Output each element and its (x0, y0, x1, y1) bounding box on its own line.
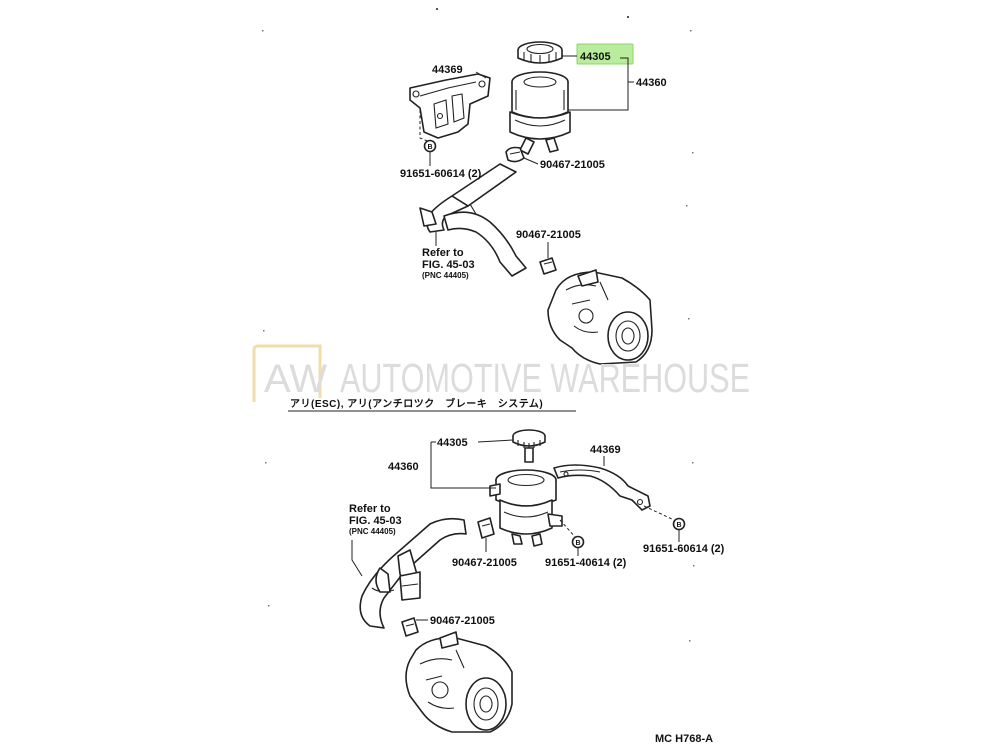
bolt-marker-b: B (427, 144, 432, 151)
reservoir-cap-bottom[interactable] (512, 429, 546, 463)
bracket-bolt[interactable]: B (423, 139, 437, 153)
section-header: アリ(ESC), アリ(アンチロツク ブレーキ システム) (290, 397, 543, 410)
reservoir-tank-bottom[interactable] (489, 469, 563, 547)
reservoir-leader-bottom (430, 442, 496, 489)
part-number-cap-bottom[interactable]: 44305 (437, 437, 468, 449)
watermark-logo-frame (252, 344, 322, 402)
refer-line-2: FIG. 45-03 (422, 259, 475, 271)
refer-line-2-bottom: FIG. 45-03 (349, 515, 402, 527)
part-number-reservoir[interactable]: 44360 (636, 77, 667, 89)
part-number-bolt-right[interactable]: 91651-60614 (2) (643, 543, 725, 555)
watermark: AW AUTOMOTIVE WAREHOUSE (252, 344, 750, 402)
refer-line-1: Refer to (422, 247, 464, 259)
refer-leader-bottom (351, 540, 363, 577)
refer-line-3: (PNC 44405) (422, 271, 469, 280)
reservoir-cap[interactable] (517, 41, 563, 64)
hose-clamp-lower-bottom[interactable] (401, 617, 419, 637)
power-steering-pump-bottom[interactable] (405, 631, 513, 733)
figure-code: MC H768-A (655, 733, 713, 745)
part-number-clip-upper[interactable]: 90467-21005 (540, 159, 605, 171)
reservoir-tank[interactable] (509, 71, 571, 155)
part-number-clip-upper-bottom[interactable]: 90467-21005 (452, 557, 517, 569)
part-number-bracket[interactable]: 44369 (432, 64, 463, 76)
refer-line-3-bottom: (PNC 44405) (349, 527, 396, 536)
bracket-leader-top (475, 71, 487, 79)
refer-line-1-bottom: Refer to (349, 503, 391, 515)
reservoir-bracket[interactable] (409, 73, 491, 139)
hose-clamp-upper-bottom[interactable] (477, 517, 495, 539)
part-number-bracket-bottom[interactable]: 44369 (590, 444, 621, 456)
scan-marks (262, 8, 695, 642)
reservoir-leader-top (568, 57, 634, 111)
bolt-marker-b-right: B (676, 522, 681, 529)
mid-bolt-dashline (559, 519, 577, 539)
bottom-assembly: B B (349, 429, 725, 733)
suction-hose-bottom[interactable] (359, 517, 467, 629)
cap-leader-bottom (477, 439, 514, 443)
hose-clamp-upper[interactable] (505, 146, 525, 163)
part-number-cap[interactable]: 44305 (580, 51, 611, 63)
part-number-reservoir-bottom[interactable]: 44360 (388, 461, 419, 473)
part-number-bolt-mid[interactable]: 91651-40614 (2) (545, 557, 627, 569)
bracket-bolt-bottom[interactable]: B (672, 517, 686, 531)
bracket-bolt-dashline-bottom (643, 505, 675, 521)
mid-bolt[interactable]: B (571, 535, 585, 549)
part-number-highlight (576, 43, 634, 65)
part-number-bolt[interactable]: 91651-60614 (2) (400, 168, 482, 180)
watermark-logo: AW (264, 357, 327, 401)
watermark-text: AUTOMOTIVE WAREHOUSE (340, 355, 750, 401)
clamp-leader-upper (523, 157, 539, 165)
top-assembly: B (400, 41, 667, 365)
suction-hose[interactable] (419, 163, 527, 277)
power-steering-pump-top[interactable] (547, 269, 653, 365)
part-number-clip-lower[interactable]: 90467-21005 (516, 229, 581, 241)
part-number-clip-lower-bottom[interactable]: 90467-21005 (430, 615, 495, 627)
bolt-marker-b-mid: B (575, 540, 580, 547)
reservoir-bracket-bottom[interactable] (553, 464, 651, 511)
hose-clamp-lower[interactable] (539, 257, 557, 275)
